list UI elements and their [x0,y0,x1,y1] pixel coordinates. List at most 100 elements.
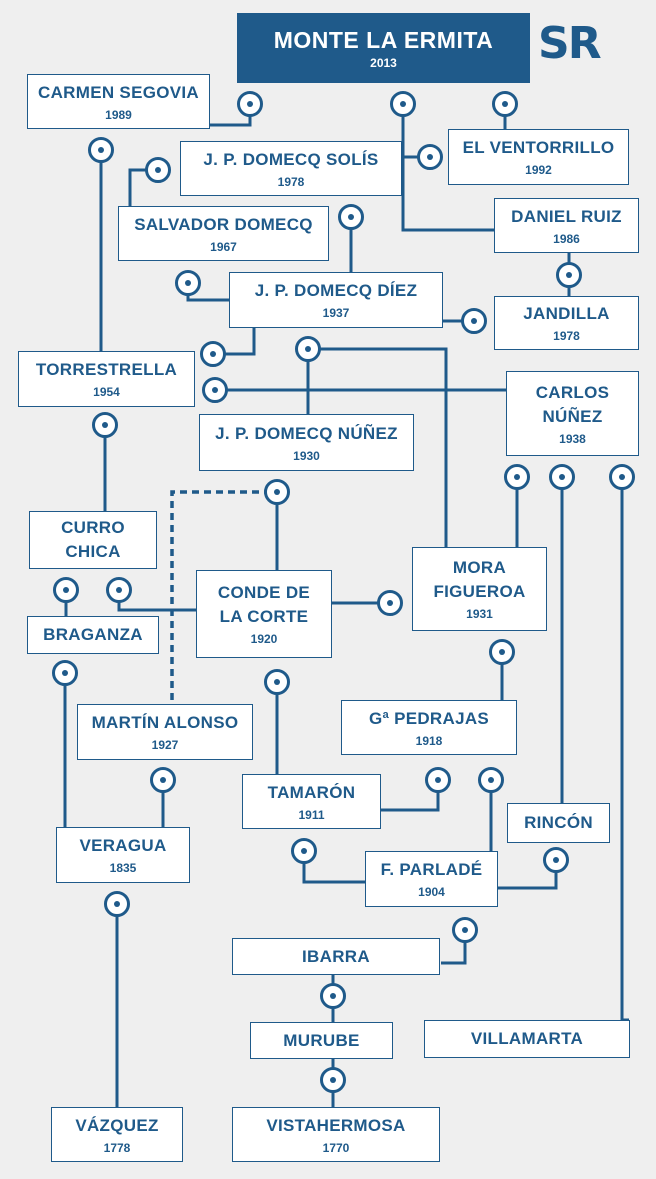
box-jp-domecq-solis: J. P. DOMECQ SOLÍS 1978 [180,141,402,196]
box-ga-pedrajas: Gª PEDRAJAS 1918 [341,700,517,755]
node-icon [478,767,504,793]
box-year: 1904 [418,885,445,899]
box-daniel-ruiz: DANIEL RUIZ 1986 [494,198,639,253]
box-year: 1927 [151,738,179,752]
node-icon [461,308,487,334]
box-name: DANIEL RUIZ [511,206,622,226]
box-jp-domecq-nunez: J. P. DOMECQ NÚÑEZ 1930 [199,414,414,471]
node-icon [264,669,290,695]
node-icon [338,204,364,230]
box-name: RINCÓN [524,813,593,832]
box-name: J. P. DOMECQ NÚÑEZ [215,423,398,443]
box-name: MARTÍN ALONSO [91,713,239,732]
box-murube: MURUBE [250,1022,393,1059]
box-ibarra: IBARRA [232,938,440,975]
node-icon [609,464,635,490]
box-name: IBARRA [302,946,370,966]
node-icon [320,983,346,1009]
node-icon [200,341,226,367]
box-name: Gª PEDRAJAS [368,708,490,728]
node-icon [320,1067,346,1093]
node-icon [92,412,118,438]
box-jandilla: JANDILLA 1978 [494,296,639,350]
box-year: 1937 [322,306,350,320]
box-name: J. P. DOMECQ SOLÍS [203,149,379,169]
node-icon [150,767,176,793]
node-icon [175,270,201,296]
box-name: TAMARÓN [267,782,356,802]
box-year: 1930 [293,448,320,463]
node-icon [504,464,530,490]
box-name: J. P. DOMECQ DÍEZ [254,281,418,300]
box-braganza: BRAGANZA [27,616,159,654]
box-year: 1918 [415,733,443,748]
box-veragua: VERAGUA 1835 [56,827,190,883]
node-icon [390,91,416,117]
box-name: TORRESTRELLA [35,360,178,379]
box-carmen-segovia: CARMEN SEGOVIA 1989 [27,74,210,129]
box-salvador-domecq: SALVADOR DOMECQ 1967 [118,206,329,261]
box-year: 1911 [298,807,325,822]
node-icon [492,91,518,117]
box-name: SALVADOR DOMECQ [134,214,313,234]
node-icon [104,891,130,917]
node-icon [452,917,478,943]
box-vistahermosa: VISTAHERMOSA 1770 [232,1107,440,1162]
node-icon [106,577,132,603]
node-icon [52,660,78,686]
box-vazquez: VÁZQUEZ 1778 [51,1107,183,1162]
box-name: EL VENTORRILLO [462,138,615,157]
box-year: 1770 [322,1140,350,1155]
box-year: 1835 [109,861,137,875]
box-tamaron: TAMARÓN 1911 [242,774,381,829]
node-icon [489,639,515,665]
box-name: JANDILLA [523,304,610,323]
node-icon [556,262,582,288]
box-year: 1954 [93,385,120,399]
main-ganaderia-header: MONTE LA ERMITA 2013 [237,13,530,83]
box-name: VERAGUA [79,836,167,855]
box-mora-figueroa: MORA FIGUEROA 1931 [412,547,547,631]
box-year: 1992 [525,163,552,177]
box-torrestrella: TORRESTRELLA 1954 [18,351,195,407]
node-icon [291,838,317,864]
header-year: 2013 [370,56,397,70]
box-name: VÁZQUEZ [75,1115,159,1135]
box-f-parlade: F. PARLADÉ 1904 [365,851,498,907]
box-carlos-nunez: CARLOS NÚÑEZ 1938 [506,371,639,456]
box-name: MURUBE [283,1030,360,1050]
box-year: 1938 [559,431,586,446]
box-name: BRAGANZA [43,625,143,644]
node-icon [264,479,290,505]
box-name: CARMEN SEGOVIA [38,82,199,102]
node-icon [88,137,114,163]
node-icon [237,91,263,117]
box-name: CURRO CHICA [61,518,125,561]
sr-logo: SR [538,18,602,69]
box-year: 1978 [553,329,580,343]
box-name: VISTAHERMOSA [266,1115,406,1135]
box-name: CARLOS NÚÑEZ [535,382,610,426]
node-icon [145,157,171,183]
node-icon [295,336,321,362]
box-year: 1967 [210,239,237,254]
box-year: 1931 [466,607,493,621]
node-icon [417,144,443,170]
node-icon [543,847,569,873]
node-icon [53,577,79,603]
box-conde-de-la-corte: CONDE DE LA CORTE 1920 [196,570,332,658]
box-year: 1778 [103,1140,131,1155]
box-el-ventorrillo: EL VENTORRILLO 1992 [448,129,629,185]
box-rincon: RINCÓN [507,803,610,843]
box-name: F. PARLADÉ [380,860,483,879]
box-year: 1978 [277,174,305,189]
box-year: 1986 [553,231,580,246]
box-curro-chica: CURRO CHICA [29,511,157,569]
node-icon [377,590,403,616]
box-year: 1920 [250,632,278,646]
box-name: CONDE DE LA CORTE [217,583,311,626]
box-jp-domecq-diez: J. P. DOMECQ DÍEZ 1937 [229,272,443,328]
box-martin-alonso: MARTÍN ALONSO 1927 [77,704,253,760]
header-title: MONTE LA ERMITA [273,27,494,53]
node-icon [425,767,451,793]
